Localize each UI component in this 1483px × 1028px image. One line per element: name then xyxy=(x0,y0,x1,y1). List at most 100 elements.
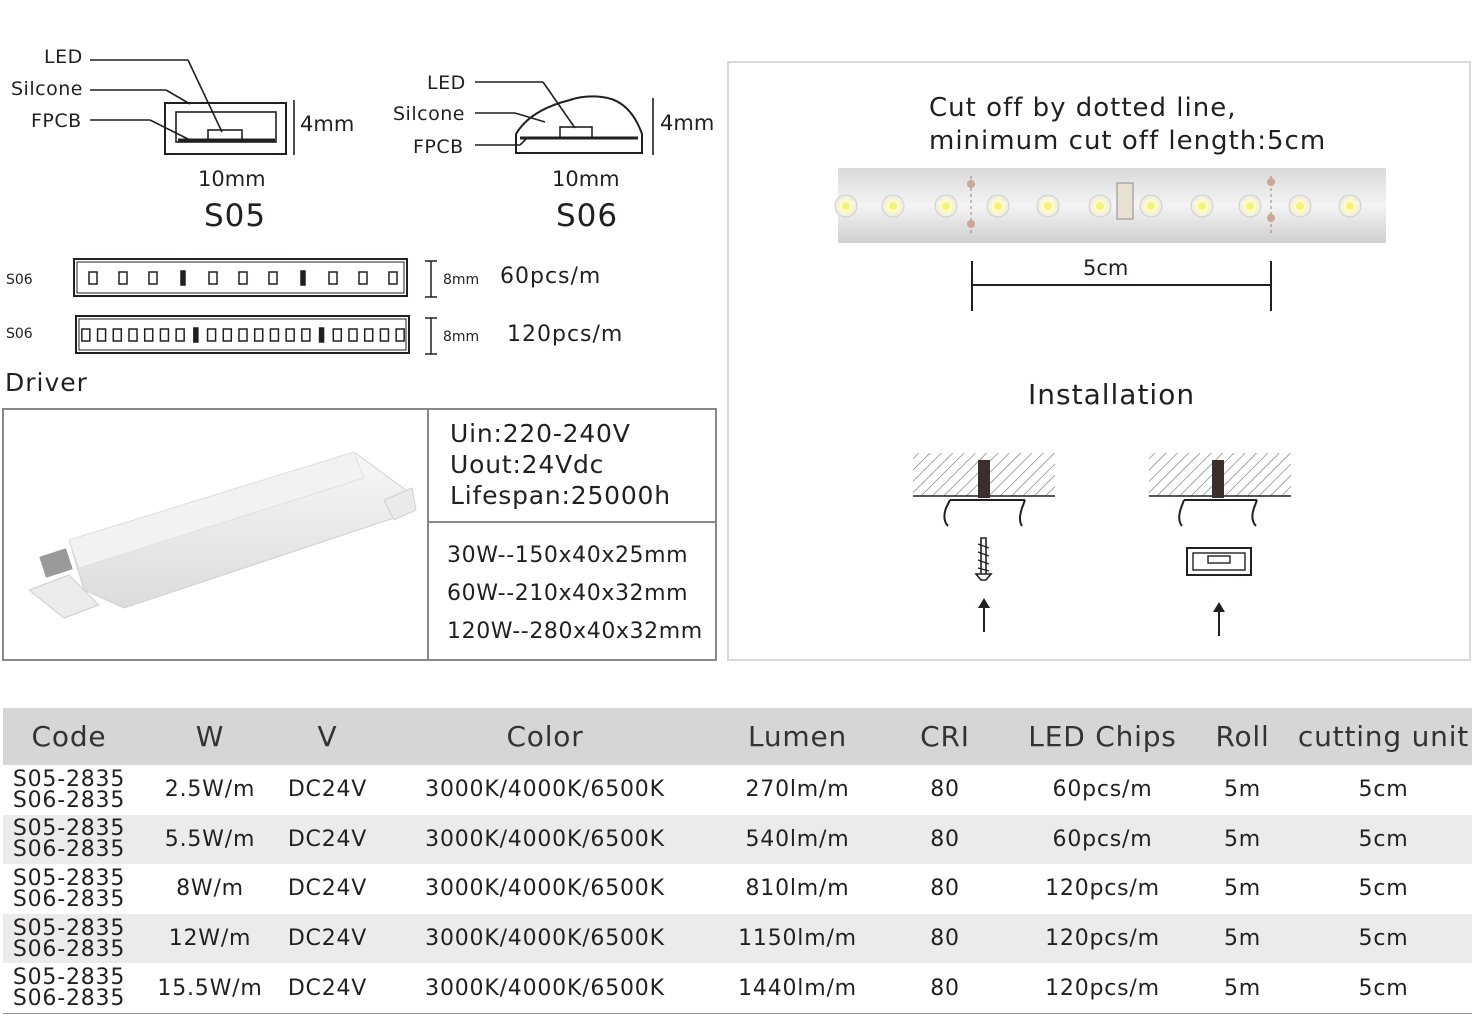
strip-chip xyxy=(318,327,325,343)
strip-chip xyxy=(96,328,107,342)
cut-line-2: minimum cut off length:5cm xyxy=(929,126,1327,156)
strip-chip xyxy=(148,271,158,285)
driver-size-60w: 60W--210x40x32mm xyxy=(447,581,689,606)
strip-120-density: 120pcs/m xyxy=(507,322,624,347)
code-line: S05-2835 xyxy=(12,965,126,991)
strip-chip xyxy=(379,328,390,342)
header-code: Code xyxy=(3,708,135,765)
strip-chip xyxy=(300,270,306,286)
cell-color: 3000K/4000K/6500K xyxy=(370,765,720,815)
cell-wattage: 8W/m xyxy=(135,864,285,914)
cell-lumen: 540lm/m xyxy=(720,814,875,865)
strip-chip xyxy=(363,328,374,342)
strip-chip xyxy=(285,328,295,342)
cell-color: 3000K/4000K/6500K xyxy=(370,864,720,914)
strip-chip xyxy=(128,328,138,342)
strip-chip xyxy=(81,328,91,342)
code-line: S06-2835 xyxy=(12,936,126,962)
code-line: S05-2835 xyxy=(12,766,126,792)
led-chip-core xyxy=(1147,202,1155,210)
led-chip-core xyxy=(1346,202,1354,210)
cell-cri: 80 xyxy=(875,864,1015,914)
led-strip-photo xyxy=(834,168,1386,243)
strip-chip xyxy=(358,271,368,285)
strip-chip xyxy=(328,271,338,285)
strip-chip xyxy=(143,328,154,342)
header-lumen: Lumen xyxy=(720,708,875,765)
cut-line-1: Cut off by dotted line, xyxy=(929,93,1237,123)
cell-voltage: DC24V xyxy=(285,765,370,815)
code-line: S05-2835 xyxy=(12,915,126,941)
cell-led-chips: 120pcs/m xyxy=(1015,963,1190,1014)
code-line: S06-2835 xyxy=(12,986,126,1012)
code-line: S06-2835 xyxy=(12,837,126,863)
cell-cri: 80 xyxy=(875,765,1015,815)
led-chip-core xyxy=(1296,202,1304,210)
cell-roll: 5m xyxy=(1190,963,1295,1014)
cut-length-dimension xyxy=(971,261,1272,311)
strip-chip xyxy=(175,328,185,342)
cell-roll: 5m xyxy=(1190,814,1295,865)
header-roll: Roll xyxy=(1190,708,1295,765)
s06-cross-section-drawing xyxy=(475,81,654,155)
strip-chip xyxy=(268,271,278,285)
s06-silicone-label: Silcone xyxy=(393,103,465,125)
strip-chip xyxy=(269,328,280,342)
s06-led-label: LED xyxy=(427,72,466,94)
strip-chip xyxy=(88,271,98,285)
code-line: S05-2835 xyxy=(12,816,126,842)
strip-120-series-label: S06 xyxy=(6,326,33,342)
strip-120-drawing xyxy=(75,315,437,355)
s05-fpcb-label: FPCB xyxy=(31,110,82,132)
led-chip-core xyxy=(1044,202,1052,210)
code-line: S05-2835 xyxy=(12,865,126,891)
strip-60-drawing xyxy=(73,258,437,298)
strip-chip xyxy=(159,328,170,342)
led-chip-core xyxy=(889,202,897,210)
installation-clip-diagram xyxy=(1149,453,1291,636)
header-v: V xyxy=(285,708,370,765)
cell-led-chips: 60pcs/m xyxy=(1015,814,1190,865)
led-chip-core xyxy=(1096,202,1104,210)
driver-box: Uin:220-240V Uout:24Vdc Lifespan:25000h … xyxy=(2,408,717,661)
cell-roll: 5m xyxy=(1190,765,1295,815)
cell-color: 3000K/4000K/6500K xyxy=(370,913,720,964)
cell-cutting-unit: 5cm xyxy=(1295,913,1472,964)
code-line: S06-2835 xyxy=(12,787,126,813)
s05-cross-section-drawing xyxy=(90,59,295,155)
spec-table: Code W V Color Lumen CRI LED Chips Roll … xyxy=(3,708,1472,1014)
header-cutting-unit: cutting unit xyxy=(1295,708,1472,765)
cell-led-chips: 120pcs/m xyxy=(1015,864,1190,914)
driver-size-120w: 120W--280x40x32mm xyxy=(447,619,703,644)
strip-chip xyxy=(193,327,199,343)
s05-width-label: 10mm xyxy=(198,167,266,191)
cell-voltage: DC24V xyxy=(285,864,370,914)
cell-lumen: 1440lm/m xyxy=(720,963,875,1014)
strip-chip xyxy=(118,271,128,285)
cell-led-chips: 120pcs/m xyxy=(1015,913,1190,964)
driver-title: Driver xyxy=(5,368,88,397)
cell-lumen: 810lm/m xyxy=(720,864,875,914)
cell-cutting-unit: 5cm xyxy=(1295,814,1472,865)
strip-chip xyxy=(208,271,218,285)
s05-led-label: LED xyxy=(44,46,83,68)
cell-cutting-unit: 5cm xyxy=(1295,765,1472,815)
strip-chip xyxy=(222,328,233,342)
strip-60-series-label: S06 xyxy=(6,272,33,288)
s05-silicone-label: Silcone xyxy=(11,78,83,100)
cell-wattage: 15.5W/m xyxy=(135,963,285,1014)
cell-led-chips: 60pcs/m xyxy=(1015,765,1190,815)
header-cri: CRI xyxy=(875,708,1015,765)
header-color: Color xyxy=(370,708,720,765)
driver-uin: Uin:220-240V xyxy=(450,419,631,448)
code-line: S06-2835 xyxy=(12,886,126,912)
installation-title: Installation xyxy=(1028,378,1196,411)
strip-chip xyxy=(301,328,311,342)
header-led-chips: LED Chips xyxy=(1015,708,1190,765)
led-chip-core xyxy=(1246,202,1254,210)
strip-60-density: 60pcs/m xyxy=(500,264,602,289)
